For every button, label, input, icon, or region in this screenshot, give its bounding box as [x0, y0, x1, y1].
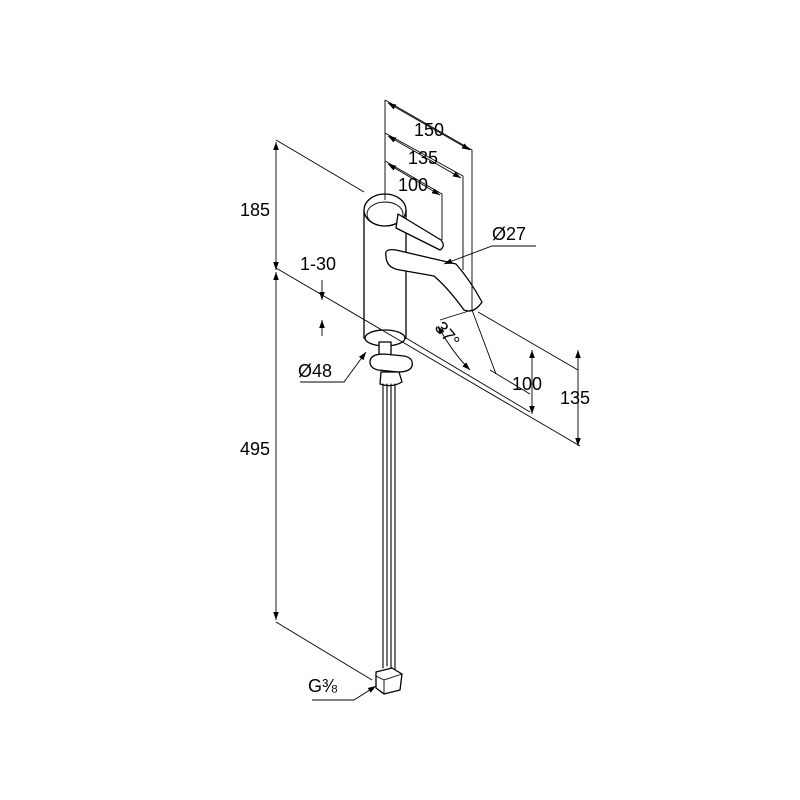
dimension-lines [273, 99, 581, 701]
dim-angle-label: 37° [431, 318, 464, 352]
dim-100-top-label: 100 [398, 175, 428, 195]
dim-spout-100-label: 100 [512, 374, 542, 394]
mounting-plate [369, 353, 413, 373]
dim-1-30-label: 1-30 [300, 254, 336, 274]
mounting-nut [379, 371, 403, 387]
dim-base-diameter-label: Ø48 [298, 361, 332, 381]
dim-spout-diameter-label: Ø27 [492, 224, 526, 244]
faucet-spout [385, 248, 483, 312]
dim-thread-label: G⅜ [308, 676, 338, 696]
faucet-body [363, 193, 483, 347]
mounting-assembly [369, 341, 413, 695]
faucet-handle-lever [395, 213, 444, 251]
dim-185-label: 185 [240, 200, 270, 220]
dim-spout-135-label: 135 [560, 388, 590, 408]
dimension-labels: 150 135 100 185 1-30 Ø27 Ø48 37° 100 135… [240, 120, 590, 696]
dim-495-label: 495 [240, 439, 270, 459]
dim-135-top-label: 135 [408, 148, 438, 168]
dim-150-label: 150 [414, 120, 444, 140]
hose-fitting [375, 667, 403, 695]
